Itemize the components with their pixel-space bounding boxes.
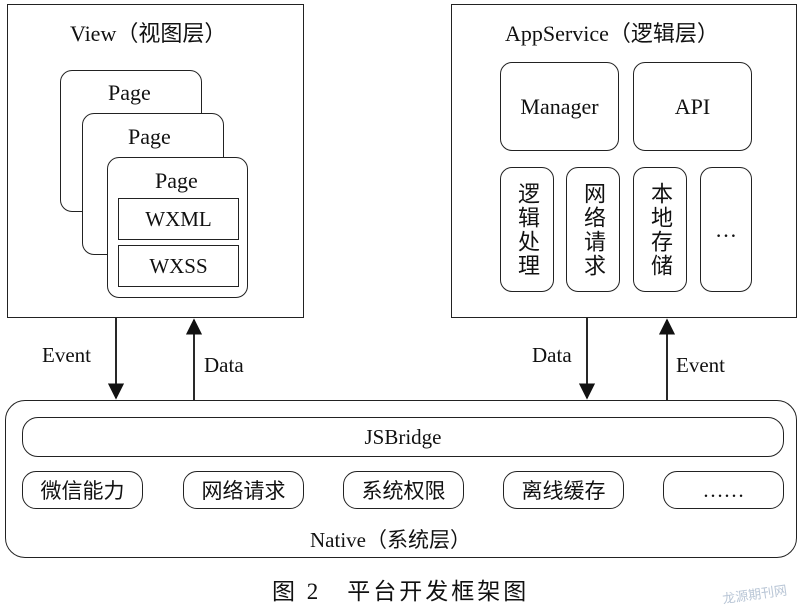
manager-label: Manager (520, 93, 599, 119)
wxml-box: WXML (118, 198, 239, 240)
system-permission-pill: 系统权限 (343, 471, 464, 509)
jsbridge-label: JSBridge (364, 424, 442, 449)
right-event-label: Event (676, 353, 725, 377)
network-request-pill-label: 网络请求 (201, 479, 286, 503)
page-card-back-label: Page (108, 80, 151, 105)
logic-processing-box: 逻辑处理 (500, 167, 554, 292)
more-modules-box: … (700, 167, 752, 292)
wechat-capability-pill: 微信能力 (22, 471, 143, 509)
view-layer-title: View（视图层） (70, 21, 227, 46)
wxml-label: WXML (145, 206, 212, 231)
native-layer-title: Native（系统层） (310, 528, 471, 552)
network-request-label: 网络请求 (581, 181, 606, 278)
wxss-label: WXSS (149, 253, 208, 278)
network-request-box: 网络请求 (566, 167, 620, 292)
left-data-label: Data (204, 353, 244, 377)
left-event-label: Event (42, 343, 91, 367)
right-data-label: Data (532, 343, 572, 367)
more-native-label: …… (702, 477, 745, 502)
jsbridge-bar: JSBridge (22, 417, 784, 457)
more-modules-label: … (715, 216, 737, 242)
api-label: API (674, 93, 711, 119)
offline-cache-pill: 离线缓存 (503, 471, 624, 509)
system-permission-label: 系统权限 (361, 479, 446, 503)
offline-cache-label: 离线缓存 (521, 479, 606, 503)
local-storage-label: 本地存储 (648, 181, 673, 278)
page-card-middle-label: Page (128, 124, 171, 149)
manager-box: Manager (500, 62, 619, 151)
page-card-front-label: Page (155, 168, 198, 193)
network-request-pill: 网络请求 (183, 471, 304, 509)
wechat-capability-label: 微信能力 (40, 479, 125, 503)
appservice-layer-title: AppService（逻辑层） (505, 21, 719, 46)
api-box: API (633, 62, 752, 151)
figure-caption: 图 2 平台开发框架图 (272, 579, 530, 604)
logic-processing-label: 逻辑处理 (515, 181, 540, 278)
local-storage-box: 本地存储 (633, 167, 687, 292)
more-native-pill: …… (663, 471, 784, 509)
wxss-box: WXSS (118, 245, 239, 287)
